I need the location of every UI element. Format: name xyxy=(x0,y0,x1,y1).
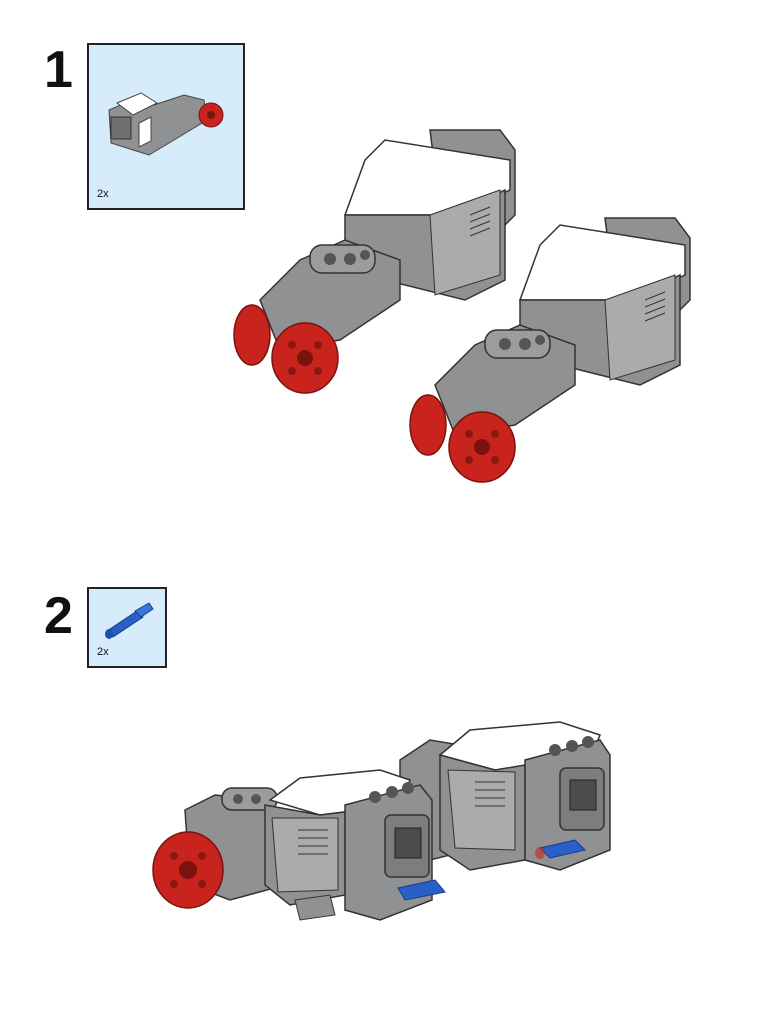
step-1-parts-callout: 2x xyxy=(87,43,245,210)
step-2-parts-callout: 2x xyxy=(87,587,167,668)
large-motor-front xyxy=(152,769,446,921)
axle-pin-icon xyxy=(105,602,154,639)
large-motor-icon xyxy=(108,92,224,156)
step-2-number: 2 xyxy=(44,587,73,645)
step-1-illustration xyxy=(233,129,691,483)
large-motor-left xyxy=(233,129,516,394)
step-1-quantity: 2x xyxy=(97,188,109,200)
step-2-quantity: 2x xyxy=(97,646,109,658)
step-2-illustration xyxy=(152,721,611,921)
step-1-number: 1 xyxy=(44,41,73,99)
large-motor-right xyxy=(409,217,691,483)
